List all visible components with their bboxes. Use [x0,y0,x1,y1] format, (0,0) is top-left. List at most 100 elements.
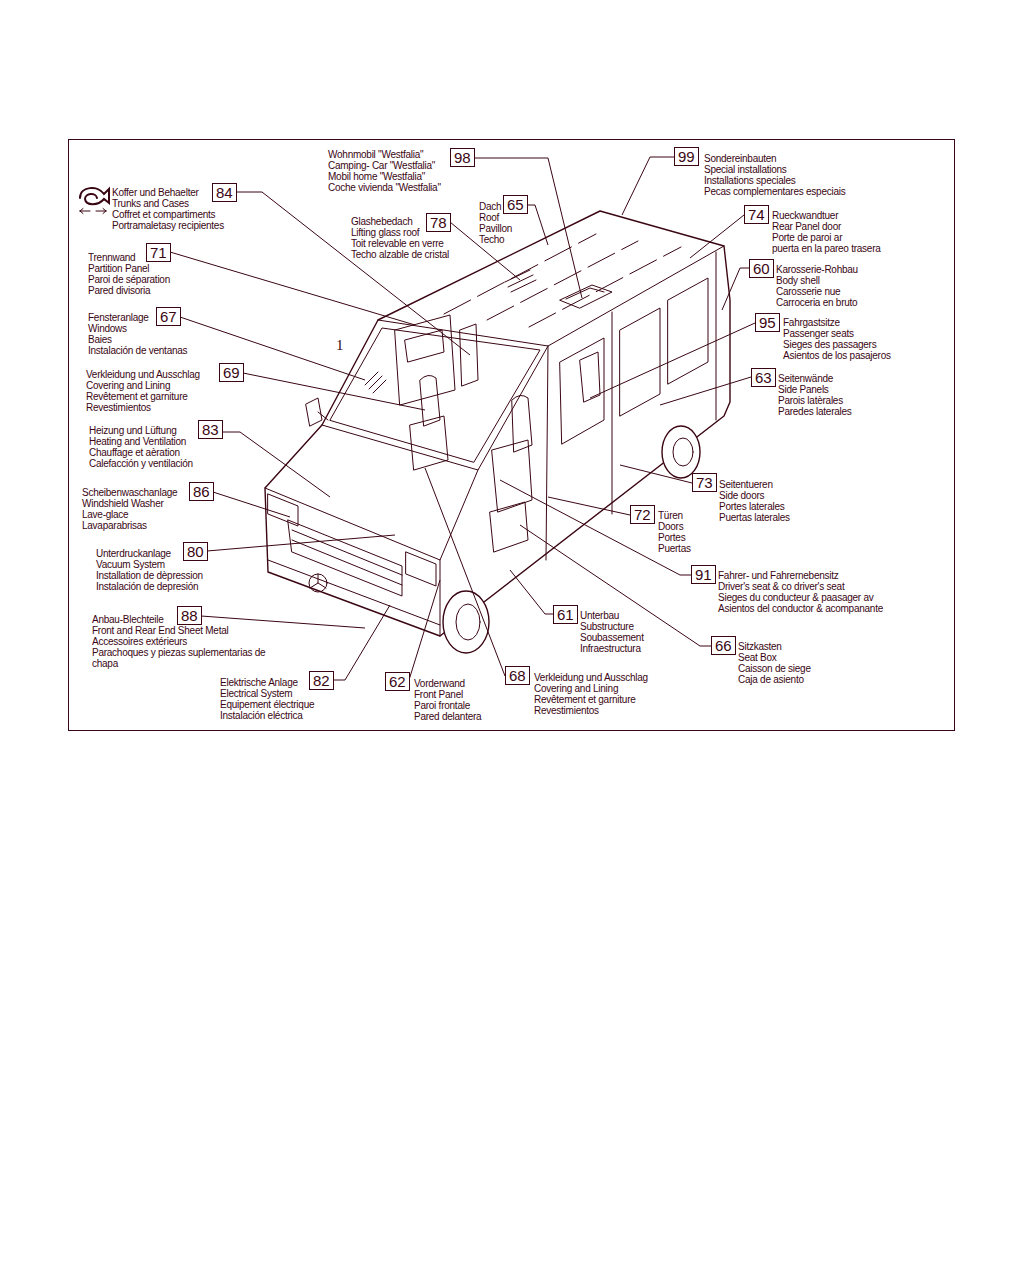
callout-number-text: 74 [748,206,765,223]
star-emblem-lines [310,574,326,588]
part-label: Driver's seat & co driver's seat [718,581,844,592]
callout-number: 88 [177,606,202,625]
post-horn-icon [80,188,109,213]
part-label: Coffret et compartiments [112,209,215,220]
part-label: Electrical System [220,688,292,699]
star-emblem [309,574,327,592]
part-label: Substructure [580,621,634,632]
part-label: Seitenwände [778,373,833,384]
vent-hatching [365,372,386,393]
part-label: Unterbau [580,610,619,621]
leader-line [170,157,755,680]
part-label: Equipement électrique [220,699,314,710]
callout-number-text: 62 [389,673,406,690]
callout-number-text: 66 [715,637,732,654]
callout-number: 73 [692,473,717,492]
callout-number-text: 83 [202,421,219,438]
part-label: Side Panels [778,384,829,395]
part-label: Instalación de depresión [96,581,198,592]
part-label: Paroi frontale [414,700,470,711]
callout-number: 60 [749,259,774,278]
part-label: Heizung und Lüftung [89,425,177,436]
front-wheel [443,591,489,653]
part-label: Türen [658,510,683,521]
arrows [80,209,106,214]
part-label: Baies [88,334,112,345]
callout-number: 62 [385,672,410,691]
callout-number: 74 [744,205,769,224]
part-label: Mobil home "Westfalia" [328,171,425,182]
part-label: Fensteranlage [88,312,149,323]
part-label: Side doors [719,490,764,501]
side-panels [546,252,716,560]
part-label: Camping- Car "Westfalia" [328,160,435,171]
part-label: Asientos de los pasajeros [783,350,891,361]
part-label: Infraestructura [580,643,641,654]
callout-number: 71 [146,243,171,262]
leader-lines [170,157,755,680]
callout-number: 80 [183,542,208,561]
callout-number-text: 91 [695,566,712,583]
part-label: Vacuum System [96,559,165,570]
part-label: Coche vivienda "Westfalia" [328,182,441,193]
callout-number-text: 82 [313,672,330,689]
part-label: Sondereinbauten [704,153,776,164]
part-label: Lifting glass roof [351,227,419,238]
part-label: Sitzkasten [738,641,782,652]
part-label: Wohnmobil "Westfalia" [328,149,423,160]
part-label: Portramaletasy recipientes [112,220,224,231]
rear-wheel [662,426,700,478]
glass-roof [505,270,536,292]
post-horn [80,188,109,204]
callout-number: 86 [189,482,214,501]
callout-number-text: 67 [160,308,177,325]
part-label: Revestimientos [534,705,599,716]
callout-number: 68 [505,666,530,685]
part-label: Covering and Lining [86,380,170,391]
part-label: Toit relevable en verre [351,238,444,249]
part-label: Accessoires extérieurs [92,636,187,647]
roof-ribs [444,234,681,327]
part-label: Seat Box [738,652,777,663]
part-label: Anbau-Blechteile [92,614,164,625]
part-label: Techo alzable de cristal [351,249,449,260]
part-label: Karosserie-Rohbau [776,264,858,275]
part-label: Covering and Lining [534,683,618,694]
callout-number-text: 80 [187,543,204,560]
roof-hatch [560,285,612,308]
callout-number: 72 [630,505,655,524]
part-label: Asientos del conductor & acompanante [718,603,883,614]
part-label: Carroceria en bruto [776,297,857,308]
callout-number-text: 71 [150,244,167,261]
part-label: Verkleidung und Ausschlag [86,369,200,380]
part-label: Installations speciales [704,175,796,186]
part-label: Caja de asiento [738,674,804,685]
part-label: Vorderwand [414,678,465,689]
callout-number: 78 [426,213,451,232]
part-label: Partition Panel [88,263,149,274]
callout-number-text: 99 [678,148,695,165]
part-label: Special installations [704,164,787,175]
callout-number: 82 [309,671,334,690]
callout-number: 98 [450,148,475,167]
part-label: Unterdruckanlage [96,548,171,559]
part-label: Scheibenwaschanlage [82,487,177,498]
part-label: Parois latèrales [778,395,843,406]
frame [69,140,955,731]
callout-number: 69 [219,363,244,382]
part-label: Body shell [776,275,820,286]
callout-number-text: 86 [193,483,210,500]
callout-number-text: 72 [634,506,651,523]
part-label: Revêtement et garniture [534,694,636,705]
part-label: Porte de paroi ar [772,232,842,243]
callout-number: 95 [755,313,780,332]
part-label: Portes laterales [719,501,784,512]
part-label: Paroi de séparation [88,274,170,285]
headlights [268,494,436,586]
callout-number: 91 [691,565,716,584]
callout-number: 67 [156,307,181,326]
part-label: Paredes laterales [778,406,852,417]
part-label: Pared divisoria [88,285,150,296]
part-label: Sieges du conducteur & paasager av [718,592,874,603]
